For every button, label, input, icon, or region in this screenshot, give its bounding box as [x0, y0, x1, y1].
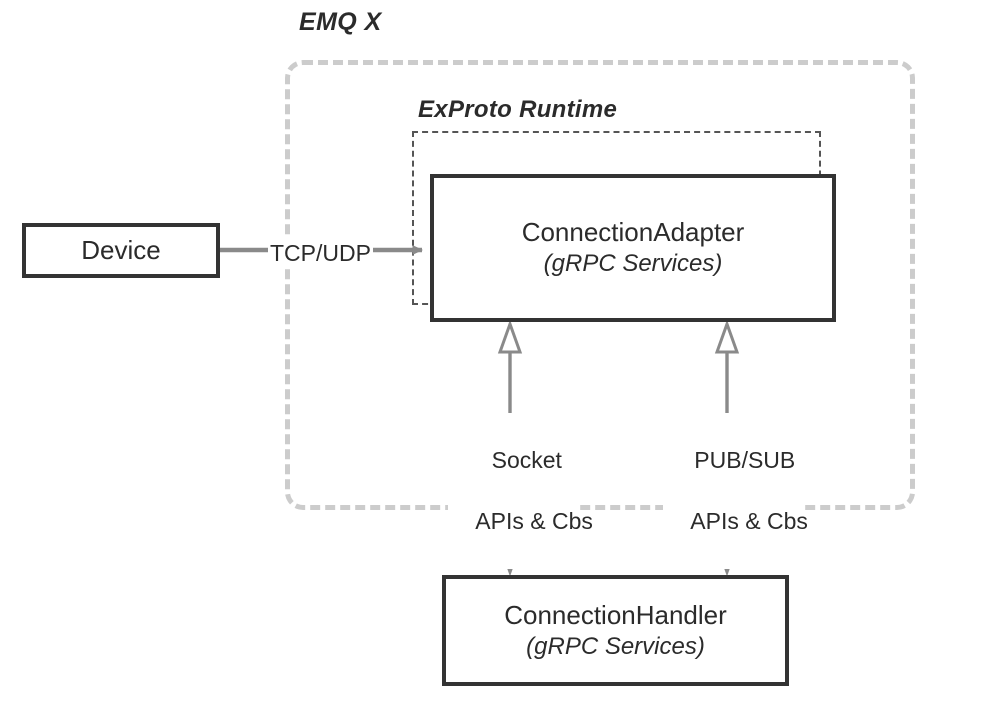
edge-label-socket-apis: Socket APIs & Cbs	[448, 413, 593, 569]
edge-label-socket-line2: APIs & Cbs	[475, 508, 593, 535]
edge-label-pubsub-line2: APIs & Cbs	[690, 508, 808, 535]
edge-label-pubsub-apis: PUB/SUB APIs & Cbs	[663, 413, 808, 569]
node-connection-adapter-subtitle: (gRPC Services)	[543, 250, 723, 278]
node-device: Device	[22, 223, 220, 278]
node-connection-handler-title: ConnectionHandler	[504, 599, 727, 630]
emqx-container	[285, 60, 915, 510]
edge-label-socket-line1: Socket	[491, 447, 562, 474]
node-connection-handler-subtitle: (gRPC Services)	[526, 632, 705, 660]
node-connection-adapter-title: ConnectionAdapter	[521, 217, 745, 247]
edge-label-pubsub-line1: PUB/SUB	[694, 447, 796, 474]
edge-label-tcp-udp: TCP/UDP	[268, 238, 373, 269]
emqx-container-label: EMQ X	[299, 8, 382, 36]
node-connection-handler: ConnectionHandler (gRPC Services)	[442, 575, 789, 686]
exproto-runtime-label: ExProto Runtime	[418, 96, 618, 123]
node-device-title: Device	[81, 234, 161, 265]
node-connection-adapter: ConnectionAdapter (gRPC Services)	[430, 174, 836, 322]
